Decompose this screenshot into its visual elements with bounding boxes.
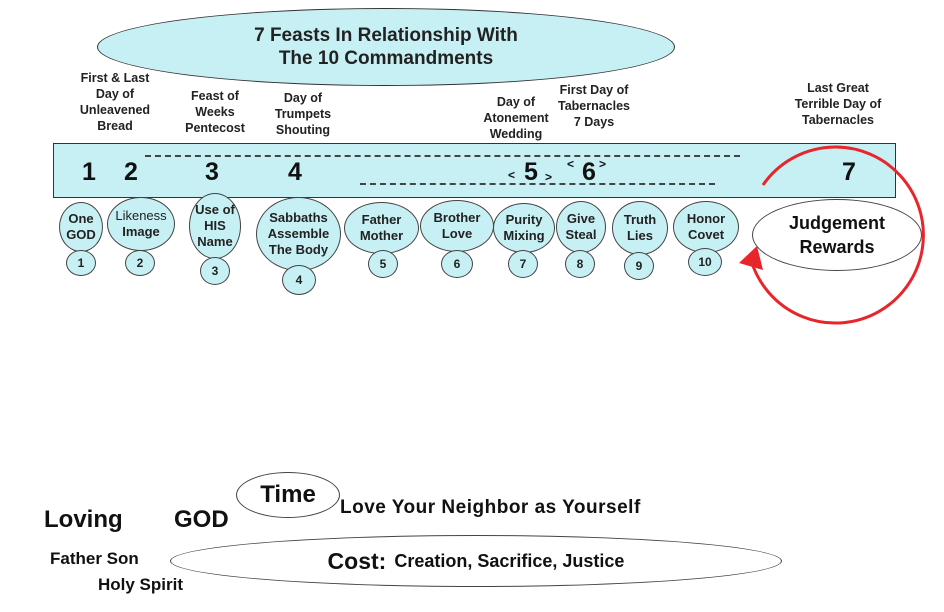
- cost-oval: Cost: Creation, Sacrifice, Justice: [170, 535, 782, 587]
- feast-number-6: 6: [582, 158, 596, 186]
- commandment-4-number: 4: [282, 265, 316, 295]
- feast-number-3: 3: [205, 158, 219, 186]
- dashed-line-bottom: [360, 183, 715, 185]
- commandment-6-circle: Brother Love: [420, 200, 494, 252]
- commandment-4-circle: Sabbaths Assemble The Body: [256, 197, 341, 271]
- commandment-5-circle: Father Mother: [344, 202, 419, 254]
- commandment-7-circle: Purity Mixing: [493, 203, 555, 253]
- trinity-line-1: Father Son: [50, 549, 139, 568]
- cost-label: Cost:: [327, 547, 387, 574]
- feast-3-label: Feast of Weeks Pentecost: [185, 89, 245, 135]
- commandment-9-number: 9: [624, 252, 654, 280]
- commandment-10-number: 10: [688, 248, 722, 276]
- feast-number-4: 4: [288, 158, 302, 186]
- title-line-1: 7 Feasts In Relationship With: [254, 25, 518, 46]
- title-oval: 7 Feasts In Relationship With The 10 Com…: [97, 8, 675, 86]
- feast-7-label: Last Great Terrible Day of Tabernacles: [794, 81, 882, 127]
- judgement-oval: Judgement Rewards: [752, 199, 922, 271]
- commandment-1-number: 1: [66, 250, 96, 276]
- commandment-6-number: 6: [441, 250, 473, 278]
- feast-4-label: Day of Trumpets Shouting: [274, 91, 332, 137]
- commandment-2-number: 2: [125, 250, 155, 276]
- commandment-3-number: 3: [200, 257, 230, 285]
- commandment-2-circle: Likeness Image: [107, 197, 175, 251]
- feast-number-7: 7: [842, 158, 856, 186]
- title-line-2: The 10 Commandments: [278, 48, 494, 69]
- god-label: GOD: [174, 506, 229, 533]
- feast-5-bracket-right: >: [545, 170, 553, 184]
- commandment-3-circle: Use of HIS Name: [189, 193, 241, 259]
- feast-5-label: Day of Atonement Wedding: [483, 95, 549, 141]
- time-oval: Time: [236, 472, 340, 518]
- trinity-line-2: Holy Spirit: [98, 575, 184, 594]
- commandment-8-circle: Give Steal: [556, 201, 606, 253]
- cost-text: Creation, Sacrifice, Justice: [394, 550, 625, 571]
- feast-band: [53, 143, 896, 198]
- feast-1-label: First & Last Day of Unleavened Bread: [79, 71, 151, 133]
- feast-5-bracket-left: <: [508, 168, 516, 182]
- feast-6-bracket-right: >: [599, 157, 607, 171]
- love-neighbor-text: Love Your Neighbor as Yourself: [340, 497, 641, 518]
- red-cycle-arrow-icon: [739, 145, 925, 325]
- loving-label: Loving: [44, 506, 123, 533]
- commandment-10-circle: Honor Covet: [673, 201, 739, 253]
- feast-number-1: 1: [82, 158, 96, 186]
- feast-6-bracket-left: <: [567, 157, 575, 171]
- commandment-1-circle: One GOD: [59, 202, 103, 252]
- dashed-line-top: [145, 155, 740, 157]
- feast-number-2: 2: [124, 158, 138, 186]
- feast-6-label: First Day of Tabernacles 7 Days: [557, 83, 631, 129]
- commandment-5-number: 5: [368, 250, 398, 278]
- feast-number-5: 5: [524, 158, 538, 186]
- commandment-8-number: 8: [565, 250, 595, 278]
- commandment-9-circle: Truth Lies: [612, 201, 668, 255]
- commandment-7-number: 7: [508, 250, 538, 278]
